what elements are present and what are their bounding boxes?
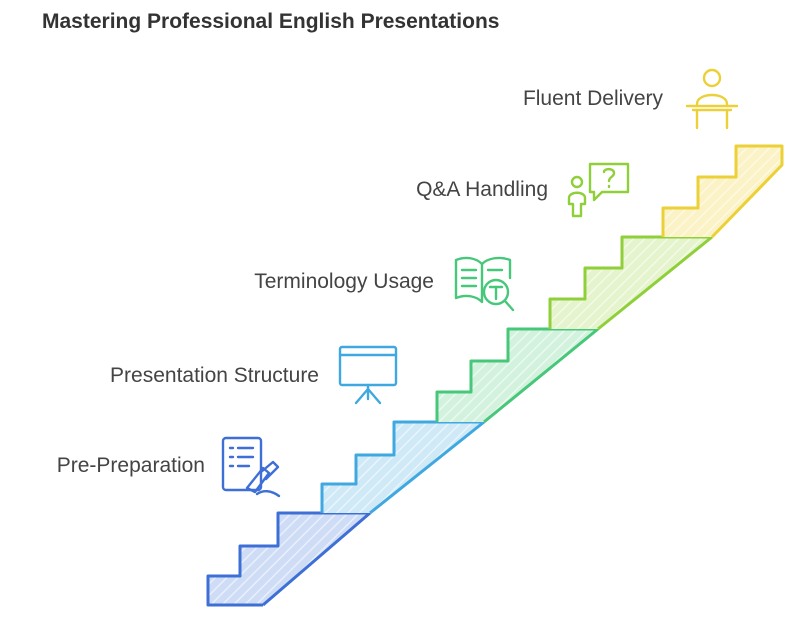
checklist-writing-icon [221, 436, 281, 498]
stair-segment-fluent-delivery [661, 144, 784, 239]
stair-segment-terminology-usage [435, 327, 599, 424]
step-label-qa-handling: Q&A Handling [416, 178, 548, 201]
step-label-fluent-delivery: Fluent Delivery [522, 87, 663, 110]
stair-segment-pre-preparation [206, 511, 371, 607]
speaker-podium-icon [685, 68, 739, 130]
step-label-terminology-usage: Terminology Usage [254, 270, 434, 293]
stair-segment-presentation-structure [320, 420, 485, 515]
presentation-board-icon [338, 345, 398, 405]
stair-segment-qa-handling [548, 235, 713, 331]
step-label-pre-preparation: Pre-Preparation [56, 454, 205, 477]
step-label-presentation-structure: Presentation Structure [110, 364, 319, 387]
diagram-title: Mastering Professional English Presentat… [42, 10, 500, 33]
person-question-icon [567, 162, 630, 218]
dictionary-search-icon [454, 256, 515, 312]
